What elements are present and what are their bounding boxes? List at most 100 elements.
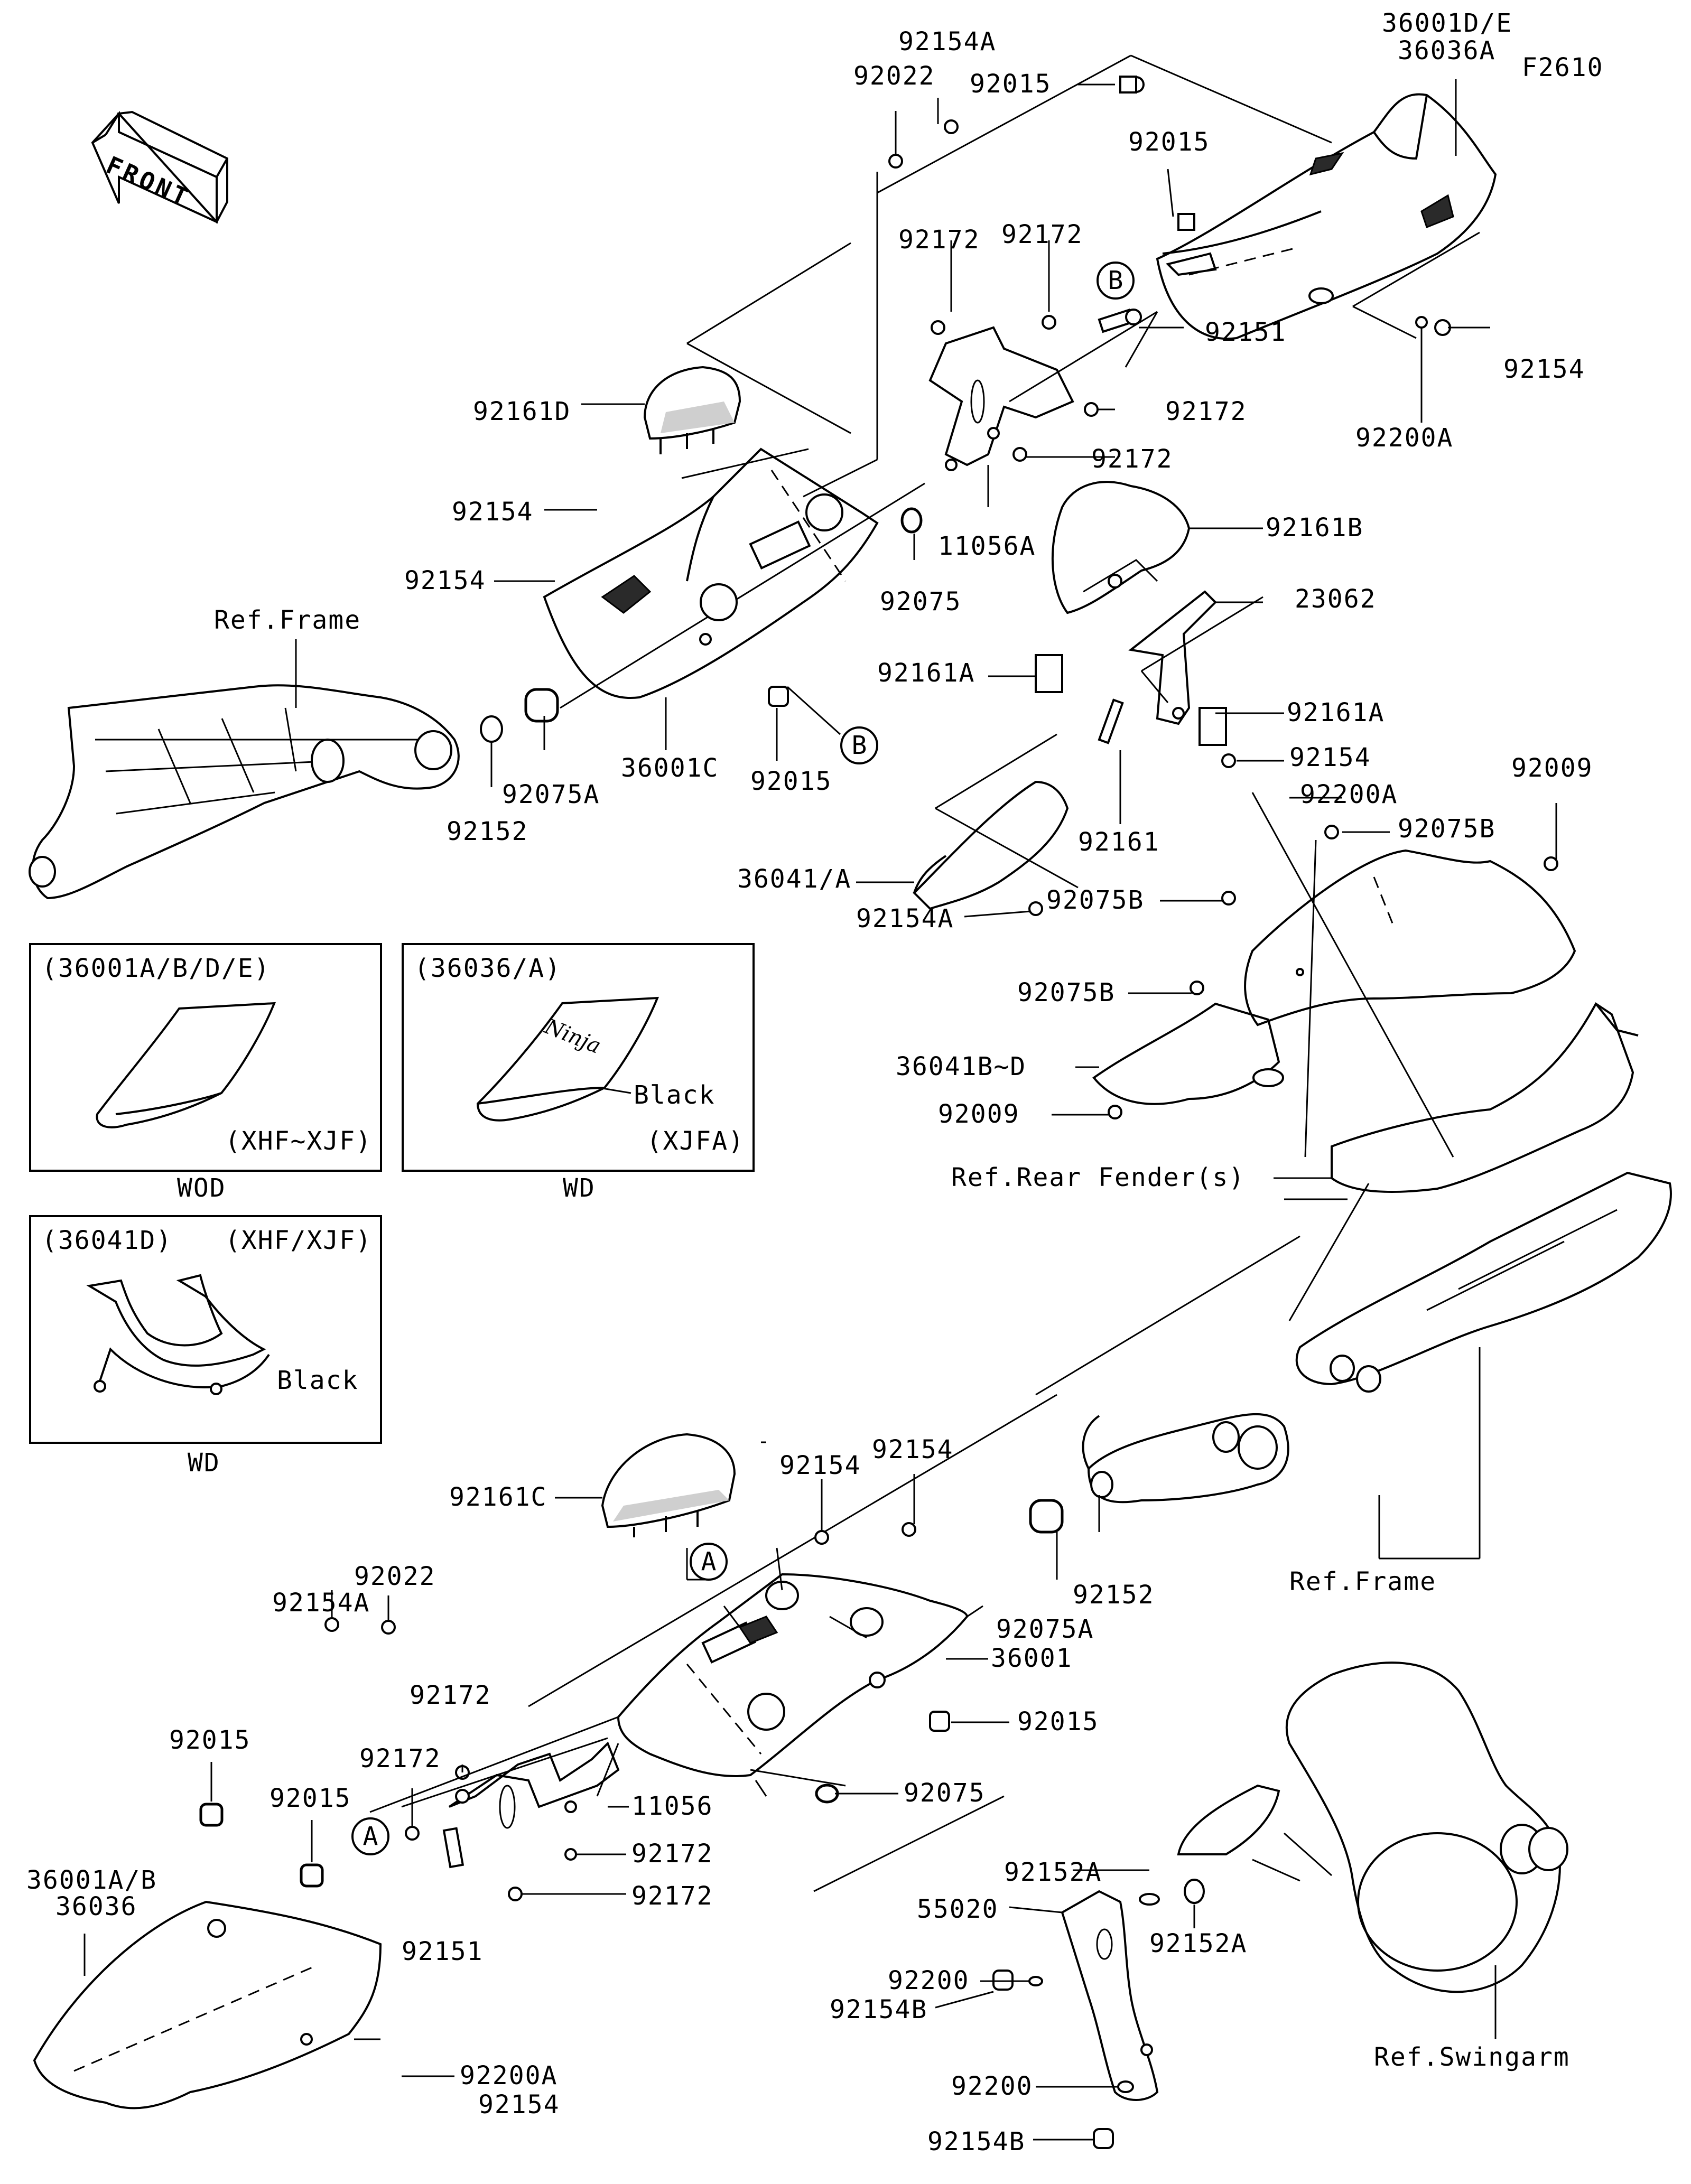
part-label: 92151 [402, 1937, 484, 1966]
inset-caption: WOD [177, 1173, 226, 1203]
part-label: 92022 [354, 1562, 436, 1591]
label-leaders [83, 79, 1557, 2141]
inset-cover-drawing [86, 1274, 270, 1395]
part-label: 11056A [938, 531, 1036, 561]
inset-title: (36041D) [42, 1226, 173, 1255]
part-label: 92172 [1165, 397, 1247, 426]
part-label: 92075A [502, 780, 600, 809]
part-label: 92200A [1300, 780, 1398, 809]
tail-light-92161C [601, 1433, 736, 1537]
part-label: 92015 [270, 1784, 351, 1813]
seat-cowl-36001AB [33, 1900, 382, 2110]
cover-36041A [913, 780, 1069, 916]
inset-caption: WD [188, 1448, 220, 1478]
figure-code: F2610 [1522, 53, 1604, 82]
part-label: 92152 [447, 817, 528, 846]
part-label: 92161A [1287, 698, 1385, 727]
part-label: 36041/A [737, 864, 852, 894]
part-label: 92172 [898, 225, 980, 255]
part-label: 36036A [1398, 36, 1496, 66]
ref-swingarm [1177, 1662, 1568, 1993]
part-label: 92161C [449, 1482, 547, 1512]
part-label: 92161 [1078, 827, 1160, 857]
part-label: 92075B [1046, 885, 1145, 915]
seat-cowl-36001DE [1156, 93, 1497, 340]
part-label: 92154B [830, 1995, 928, 2024]
seat-cowl-36001 [617, 1573, 969, 1777]
part-label: 92172 [1001, 220, 1083, 249]
part-label: 36001C [621, 753, 719, 783]
inset-box-wod: (36001A/B/D/E) (XHF~XJF) [29, 943, 382, 1172]
part-label: 92154A [272, 1588, 370, 1618]
bushings-lower-left [199, 1803, 324, 1888]
callout-a-lower: A [351, 1817, 389, 1855]
part-label: 92161A [877, 658, 975, 688]
inset-cowl-drawing [96, 1002, 276, 1128]
part-label: 92015 [1017, 1707, 1099, 1737]
part-label: 92172 [1091, 444, 1173, 474]
inset-variant: (XHF/XJF) [225, 1226, 372, 1255]
inset-cowl-drawing [476, 996, 659, 1122]
inset-box-wd-36036: (36036/A) (XJFA) Black Ninja [402, 943, 755, 1172]
part-label: 92200 [951, 2071, 1033, 2101]
part-label: 11056 [631, 1791, 713, 1821]
part-label: 92161D [473, 397, 571, 426]
part-label: 92154A [856, 904, 954, 934]
part-label: 92172 [631, 1881, 713, 1911]
inset-note: Black [277, 1366, 359, 1395]
part-label: 92154A [898, 27, 997, 57]
inset-note: Black [634, 1080, 716, 1110]
part-label: Ref.Rear Fender(s) [951, 1163, 1246, 1192]
part-label: Ref.Frame [1289, 1567, 1437, 1597]
part-label: 92152A [1004, 1858, 1102, 1887]
part-label: 92154 [779, 1451, 861, 1480]
part-label: 92009 [1511, 753, 1593, 783]
part-label: 92015 [169, 1725, 251, 1755]
part-label: 92152 [1073, 1580, 1155, 1610]
ref-frame-middle [1082, 1413, 1289, 1504]
lower-leaders [369, 1347, 1497, 2039]
part-label: 36001D/E [1382, 8, 1513, 38]
part-label: 92151 [1205, 318, 1287, 347]
tail-light-92161D [643, 366, 741, 454]
part-label: 92015 [970, 69, 1052, 99]
part-label: 92075 [880, 587, 962, 617]
part-label: 92161B [1266, 513, 1364, 543]
inset-caption: WD [563, 1173, 596, 1203]
part-label: 92200 [888, 1966, 970, 1995]
part-label: 92200A [460, 2061, 558, 2090]
callout-a-upper: A [690, 1543, 728, 1581]
inset-variant: (XHF~XJF) [225, 1126, 372, 1156]
bracket-55020 [992, 1879, 1205, 2149]
tail-light-92161B [1051, 481, 1191, 614]
part-label: 92154 [1503, 354, 1585, 384]
callout-b-lower: B [840, 726, 878, 764]
part-label: 92172 [359, 1744, 441, 1774]
part-label: 55020 [917, 1894, 999, 1924]
part-label: 92154 [872, 1435, 954, 1464]
part-label: 92009 [938, 1099, 1020, 1129]
part-label: 92172 [631, 1839, 713, 1869]
part-label: 92075B [1017, 978, 1116, 1007]
part-label: 92172 [410, 1681, 491, 1710]
ref-frame-left [29, 684, 460, 900]
part-label: 92200A [1355, 423, 1454, 453]
bolts-middle-right [1108, 825, 1558, 1119]
ref-frame-right [1295, 1171, 1672, 1393]
part-label: 23062 [1295, 584, 1377, 614]
part-label: 92154 [1289, 743, 1371, 772]
rear-fender-upper [1244, 849, 1576, 1026]
part-label: 92154 [404, 566, 486, 595]
cover-36041B-D [1092, 1002, 1284, 1105]
part-label: 92075B [1398, 814, 1496, 844]
part-label: Ref.Swingarm [1374, 2042, 1570, 2072]
part-label: 36001A/B [26, 1865, 157, 1895]
part-label: 92015 [750, 767, 832, 796]
part-label: 92154 [452, 497, 534, 527]
bushings-lower [324, 1471, 1113, 1804]
part-label: 92022 [853, 61, 935, 91]
bracket-11056A [928, 326, 1074, 471]
inset-variant: (XJFA) [646, 1126, 745, 1156]
inset-title: (36001A/B/D/E) [42, 954, 271, 983]
